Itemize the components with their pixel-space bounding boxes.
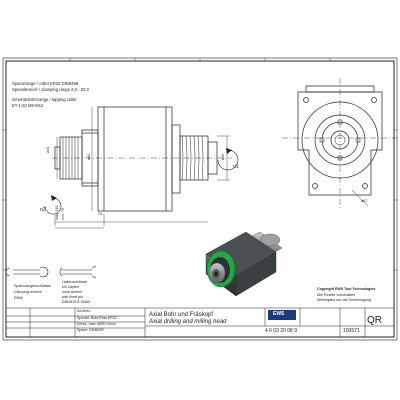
- title-de: Axial Bohr und Fräskopf: [149, 312, 214, 318]
- bolt-hole: [312, 183, 318, 189]
- bolt-hole: [371, 97, 377, 103]
- nut-notches: [319, 119, 361, 161]
- wrench-label-en: Clamping wrench: [14, 290, 42, 294]
- side-view: [44, 106, 239, 229]
- titleblock-row-2: Spindel: Bohr/Fräs ER32: [77, 316, 117, 320]
- rights-note-2: Weitergabe nur mit Genehmigung: [317, 298, 371, 302]
- ring-circle: [314, 114, 366, 166]
- title-block: [5, 307, 395, 338]
- arrow-label-n2: n2: [40, 207, 46, 213]
- product-code: 100571: [343, 328, 360, 334]
- dim-len3: 74: [98, 212, 102, 216]
- hook-wrench-label-en: hook wrench: [62, 290, 83, 294]
- dim-len1: max. 115: [55, 205, 59, 220]
- shank-thread: [181, 135, 204, 181]
- main-body: [97, 106, 173, 212]
- dimension-lines: [54, 107, 230, 229]
- collet-tip: [54, 146, 61, 170]
- dim-d1: ø44: [46, 146, 50, 153]
- titleblock-row-3: Drehz. max: 6000 U/min: [77, 322, 116, 326]
- wrench-label-de: Spannzangenschlüssel: [14, 284, 51, 288]
- dim-d2: ø60: [87, 153, 91, 160]
- tapping-collet-heading: Gewindebohrzange / tapping collet: [12, 97, 77, 102]
- copyright: Copyright EWS Tool Technologies: [317, 287, 376, 291]
- hook-wrench-label-de2: mit Zapfen: [62, 285, 79, 289]
- wrench-code: EMW: [14, 296, 23, 300]
- bore-circle: [330, 130, 350, 150]
- ews-logo-box: [268, 310, 296, 320]
- titleblock-row-4: Spann: DIN6499: [77, 328, 104, 332]
- hook-wrench-label-de: Hakenschlüssel: [62, 280, 88, 284]
- outer-circle: [301, 101, 379, 179]
- arrow-label-n1: n1: [233, 164, 239, 170]
- rights-note-1: Alle Rechte vorbehalten: [317, 293, 356, 297]
- dim-len2: min. 75: [61, 208, 65, 220]
- shank-end: [207, 141, 218, 175]
- connection-type: QR: [367, 315, 382, 326]
- flange-top-lip: [305, 85, 375, 93]
- clamping-range-spec: Spannbereich / clamping range 2,0 - 20,0: [12, 87, 89, 92]
- ews-logo-text: EWS: [273, 311, 285, 317]
- product-render: [205, 231, 283, 297]
- flange-outline: [297, 91, 383, 196]
- clamping-wrench-drawing: [5, 266, 49, 278]
- hook-wrench-code: DIN1810 B 45x50: [62, 300, 91, 304]
- front-view: [282, 78, 398, 210]
- title-en: Axial drilling and milling head: [149, 319, 227, 325]
- hook-wrench-label-en2: with fixed pin: [62, 295, 83, 299]
- bolt-hole: [303, 97, 309, 103]
- bolt-hole: [362, 183, 368, 189]
- titleblock-row-1: Kurzbez.: [77, 309, 92, 313]
- dim-d4: ø67: [361, 199, 368, 203]
- rotation-arrow-n2: [44, 197, 62, 215]
- frame-ticks: [3, 58, 397, 271]
- rotation-arrow-n1: [217, 149, 239, 171]
- tapping-collet-value: ET-1-32 M5-M12: [12, 103, 44, 108]
- hook-wrench-drawing: [59, 265, 97, 279]
- flange: [171, 124, 181, 194]
- collet-spec: Spannzange / collet ER32 DIN6499: [12, 81, 79, 86]
- nut-circle: [321, 121, 359, 159]
- dim-d3: ø40: [221, 153, 225, 160]
- collet-nut-ribs: [62, 137, 79, 179]
- part-number: 4 6 03 20 08 9: [265, 328, 297, 334]
